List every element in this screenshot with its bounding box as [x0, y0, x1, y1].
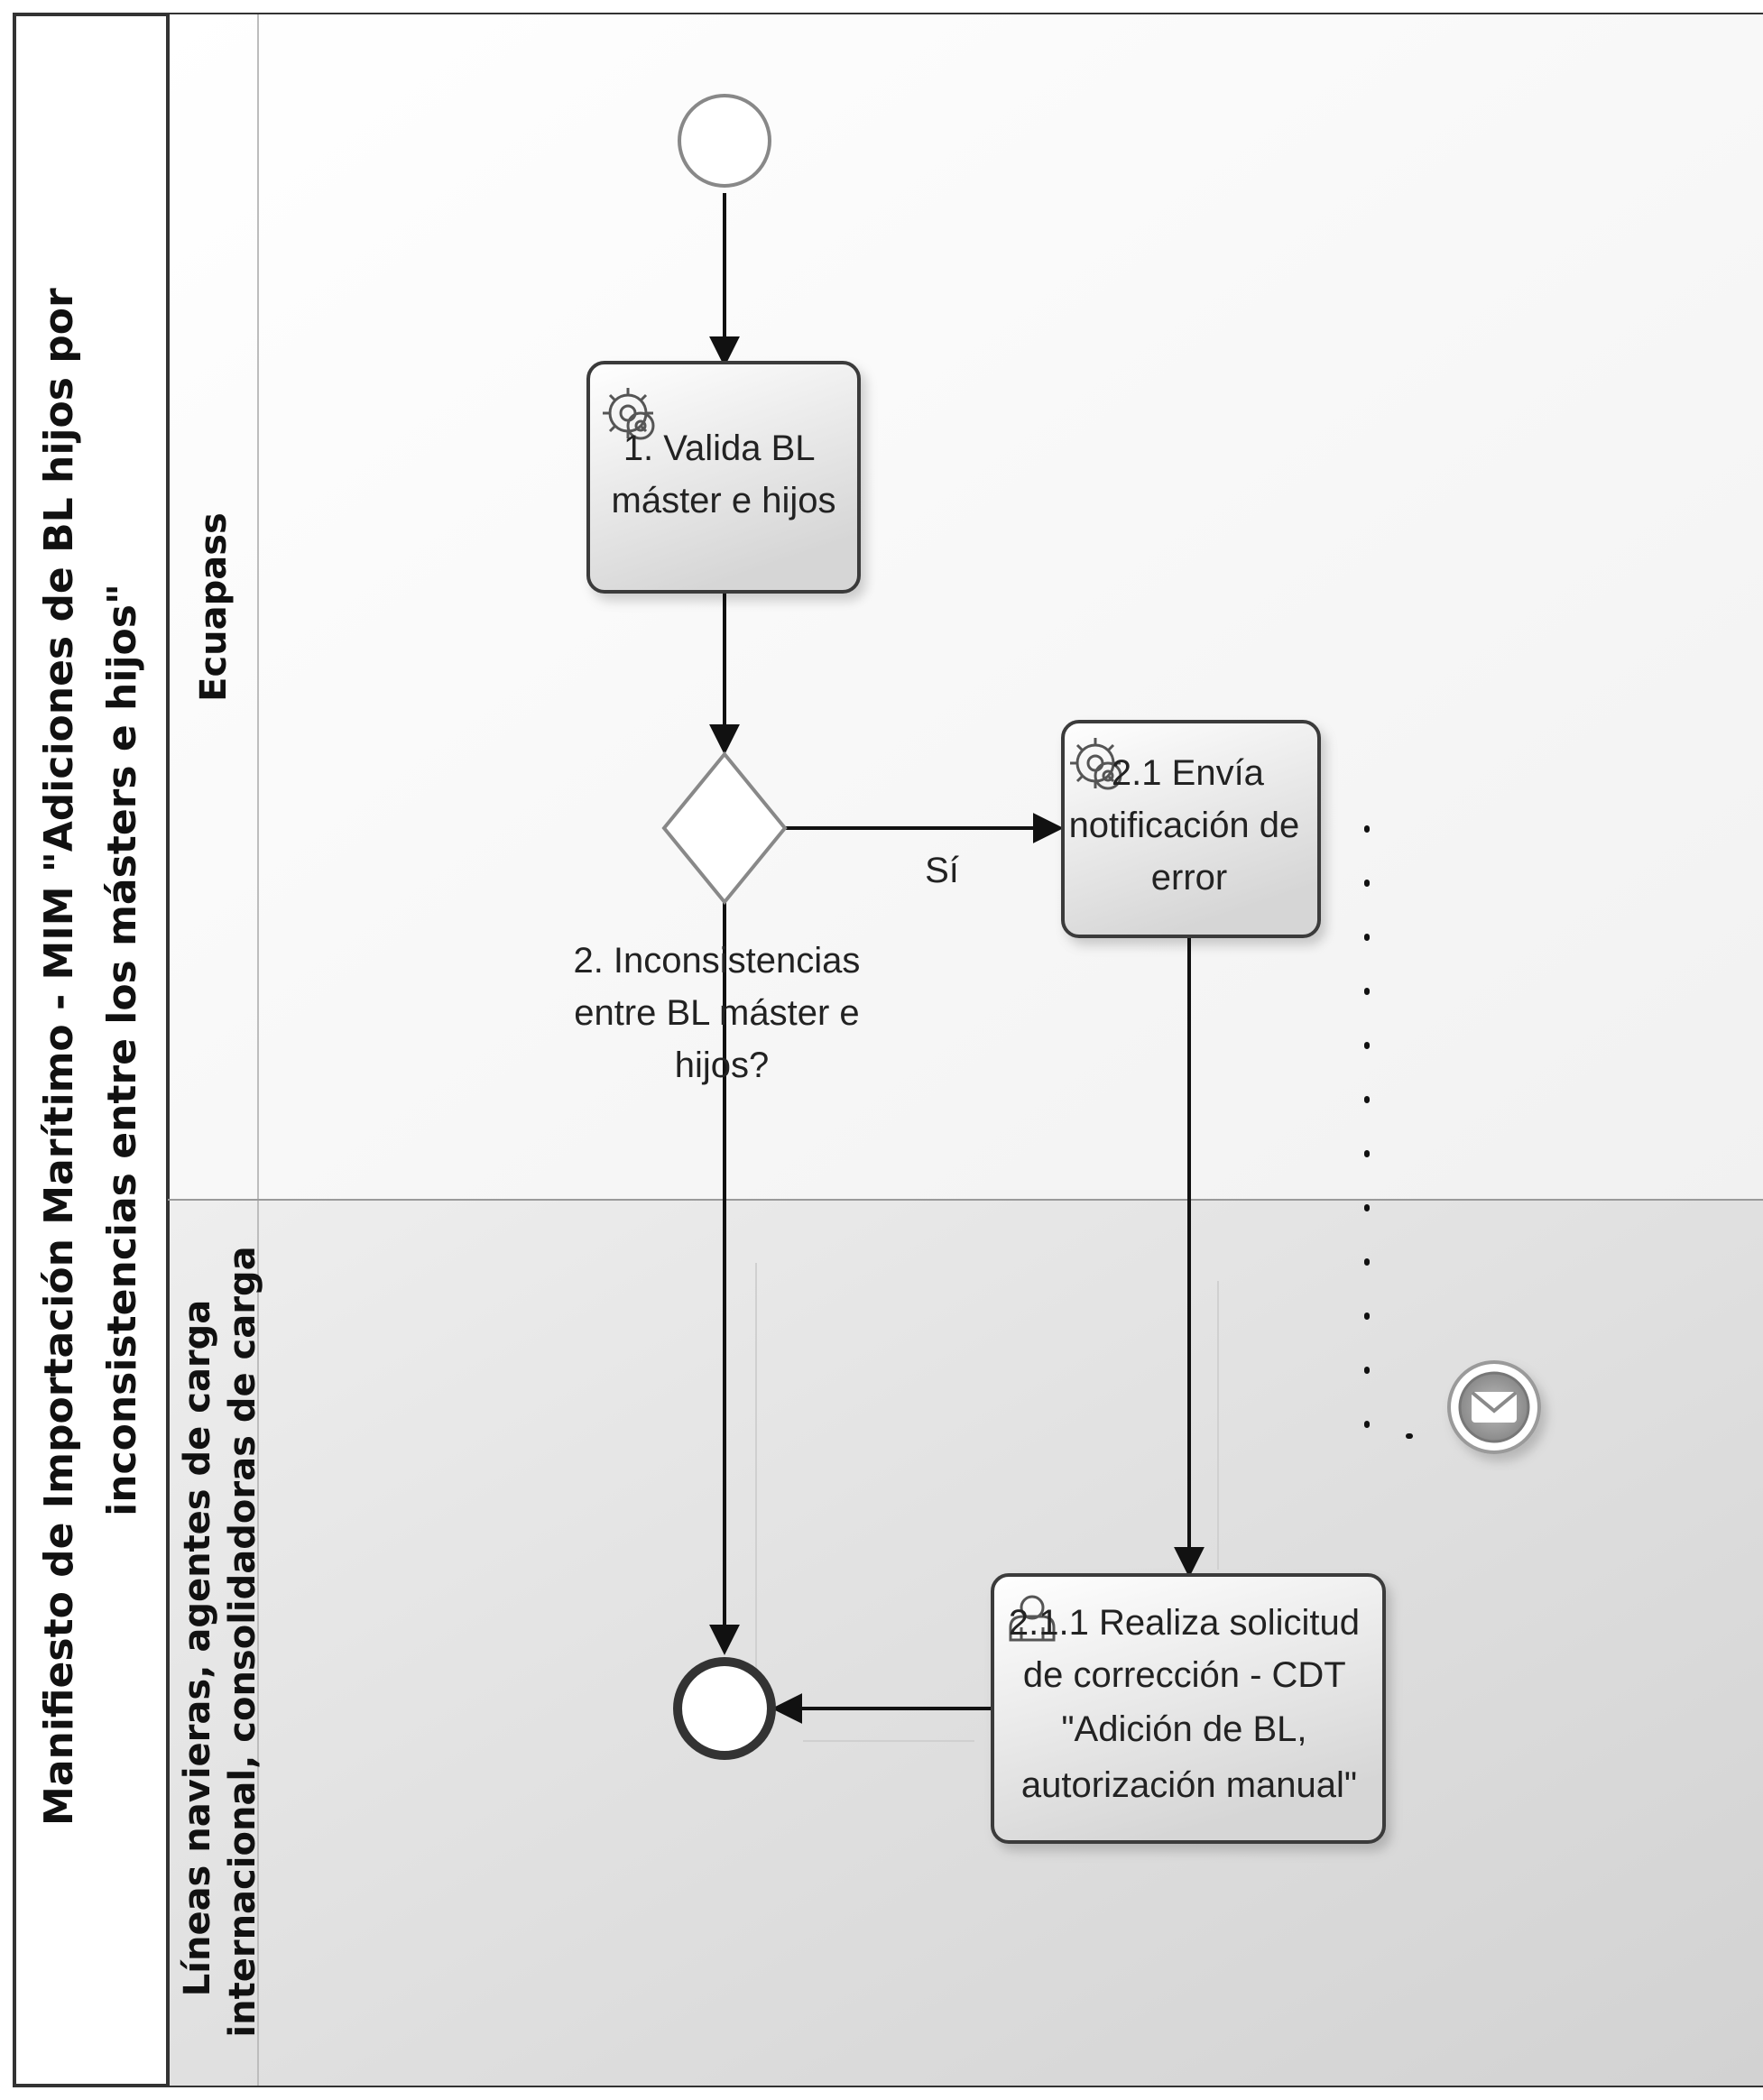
lane-ecuapass-bg — [168, 14, 1763, 1200]
envelope-icon — [1471, 1391, 1518, 1423]
task-notify: 2.1 Envía notificación de error — [1061, 720, 1321, 938]
end-event — [673, 1657, 776, 1760]
task-notify-label-line1: 2.1 Envía — [1112, 753, 1265, 793]
task-request-label: 2.1.1 Realiza solicitud de corrección - … — [1009, 1603, 1370, 1805]
task-request: 2.1.1 Realiza solicitud de corrección - … — [991, 1573, 1386, 1844]
lane-title-shipping-line2: internacional, consolidadoras de carga — [222, 1246, 263, 2037]
task-validate: 1. Valida BL máster e hijos — [586, 361, 861, 594]
gateway-label: 2. Inconsistencias entre BL máster e hij… — [573, 941, 870, 1085]
lane-title-ecuapass-line1: Ecuapass — [193, 512, 235, 702]
task-request-label-line1: 2.1.1 Realiza solicitud — [1009, 1603, 1360, 1643]
pool-title: Manifiesto de Importación Marítimo - MIM… — [36, 274, 145, 1826]
task-notify-label-line2: notificación de — [1069, 806, 1300, 845]
task-notify-label: 2.1 Envía notificación de error — [1069, 753, 1310, 898]
lane-title-shipping: Líneas navieras, agentes de carga intern… — [177, 1246, 263, 2037]
lane-title-shipping-line1: Líneas navieras, agentes de carga — [177, 1300, 218, 1997]
task-validate-label-line2: máster e hijos — [612, 481, 836, 520]
gear-icon — [603, 388, 655, 440]
task-notify-label-line3: error — [1151, 858, 1227, 898]
gateway-label-line3: hijos? — [675, 1045, 770, 1085]
task-validate-label: 1. Valida BL máster e hijos — [612, 428, 836, 520]
gateway-diamond — [661, 751, 788, 906]
pool — [13, 13, 1763, 2087]
lane-title-ecuapass: Ecuapass — [193, 512, 235, 702]
task-request-label-line4: autorización manual" — [1021, 1765, 1357, 1805]
task-request-label-line3: "Adición de BL, — [1061, 1709, 1306, 1749]
ghost-lines — [755, 1263, 1219, 1742]
gateway-label-line2: entre BL máster e — [574, 993, 859, 1033]
lane-shipping-bg — [168, 1200, 1763, 2086]
gear-icon — [1070, 738, 1122, 790]
flow-yes-label: Sí — [925, 851, 959, 890]
gateway: 2. Inconsistencias entre BL máster e hij… — [573, 751, 870, 1085]
user-icon — [1009, 1595, 1056, 1642]
task-request-label-line2: de corrección - CDT — [1023, 1655, 1345, 1695]
pool-title-line2: inconsistencias entre los másters e hijo… — [99, 584, 145, 1516]
task-request-box — [991, 1573, 1386, 1844]
start-event — [678, 94, 771, 188]
gateway-label-line1: 2. Inconsistencias — [573, 941, 860, 981]
task-notify-box — [1061, 720, 1321, 938]
pool-title-line1: Manifiesto de Importación Marítimo - MIM… — [36, 288, 82, 1826]
message-event — [1447, 1360, 1541, 1454]
flows — [709, 193, 1205, 1724]
task-validate-label-line1: 1. Valida BL — [623, 428, 814, 468]
task-validate-box — [586, 361, 861, 594]
